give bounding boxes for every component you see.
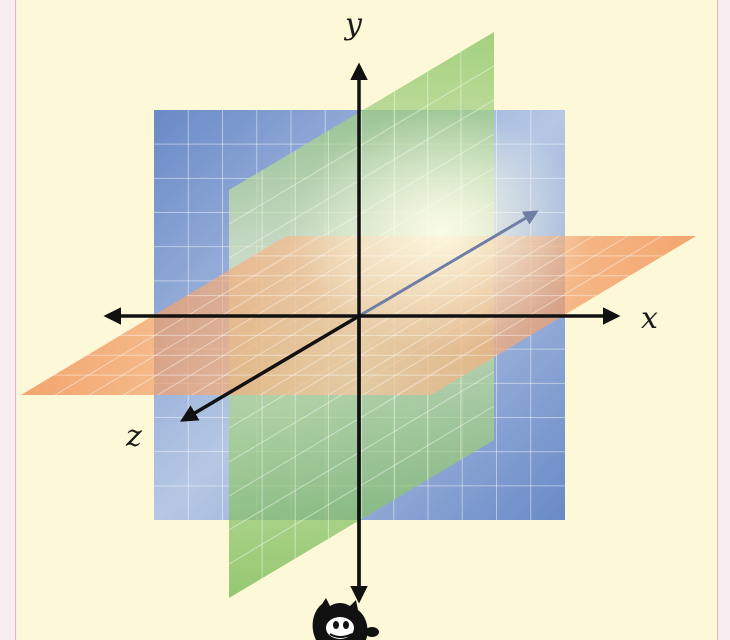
- z-axis: [179, 314, 360, 422]
- z-axis-label: z: [125, 419, 142, 454]
- light-glow: [291, 110, 591, 350]
- x-axis-label: x: [641, 301, 658, 336]
- diagram-frame: y x z: [15, 0, 718, 640]
- mascot-logo-icon: [312, 598, 379, 640]
- grid-line: [228, 371, 495, 531]
- coordinate-planes-diagram: y x z: [17, 0, 717, 640]
- grid-line: [228, 405, 495, 565]
- z-axis-back: [358, 210, 539, 318]
- y-axis-label: y: [343, 7, 363, 42]
